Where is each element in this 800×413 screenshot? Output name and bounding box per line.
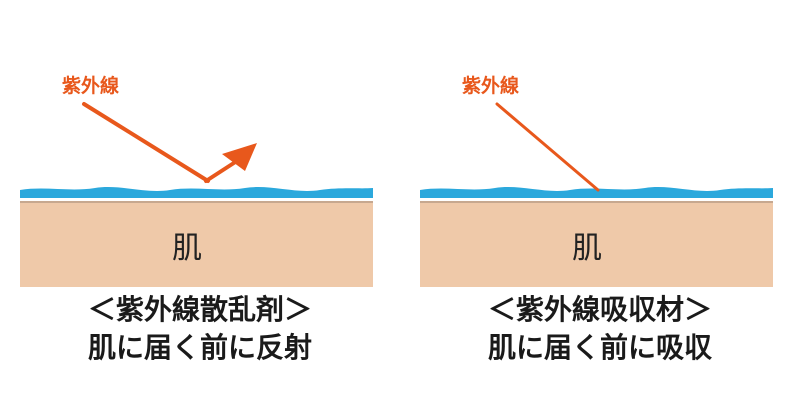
scatterer-description: 肌に届く前に反射 <box>87 331 312 364</box>
water-layer <box>20 187 373 198</box>
absorber-description: 肌に届く前に吸収 <box>487 331 712 364</box>
skin-label: 肌 <box>572 231 602 266</box>
skin-layer <box>420 202 773 287</box>
uv-label: 紫外線 <box>62 74 119 97</box>
scatterer-title: ＜紫外線散乱剤＞ <box>87 293 312 326</box>
uv-incoming-ray <box>82 102 210 183</box>
skin-label: 肌 <box>172 231 202 266</box>
scatterer-panel: 紫外線 肌 ＜紫外線散乱剤＞ 肌に届く前に反射 <box>20 74 373 364</box>
uv-label: 紫外線 <box>462 74 519 97</box>
absorber-diagram: 紫外線 肌 <box>420 74 773 287</box>
uv-absorbed-ray <box>495 102 600 192</box>
scatterer-diagram: 紫外線 肌 <box>20 74 373 287</box>
reflection-arrowhead-icon <box>222 143 257 171</box>
water-layer <box>420 187 773 198</box>
absorber-panel: 紫外線 肌 ＜紫外線吸収材＞ 肌に届く前に吸収 <box>400 0 800 413</box>
skin-layer <box>20 202 373 287</box>
absorber-title: ＜紫外線吸収材＞ <box>487 293 712 326</box>
